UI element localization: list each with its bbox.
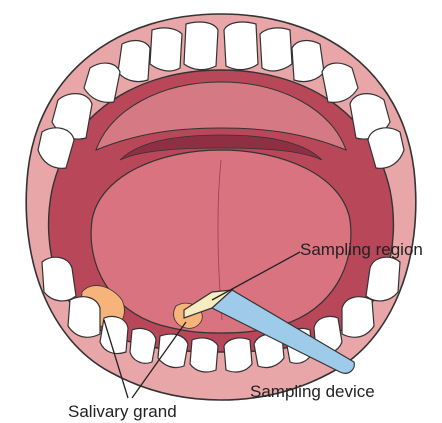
label-salivary-gland: Salivary grand: [68, 403, 177, 420]
label-sampling-region: Sampling region: [300, 241, 423, 258]
label-sampling-device: Sampling device: [250, 383, 375, 400]
